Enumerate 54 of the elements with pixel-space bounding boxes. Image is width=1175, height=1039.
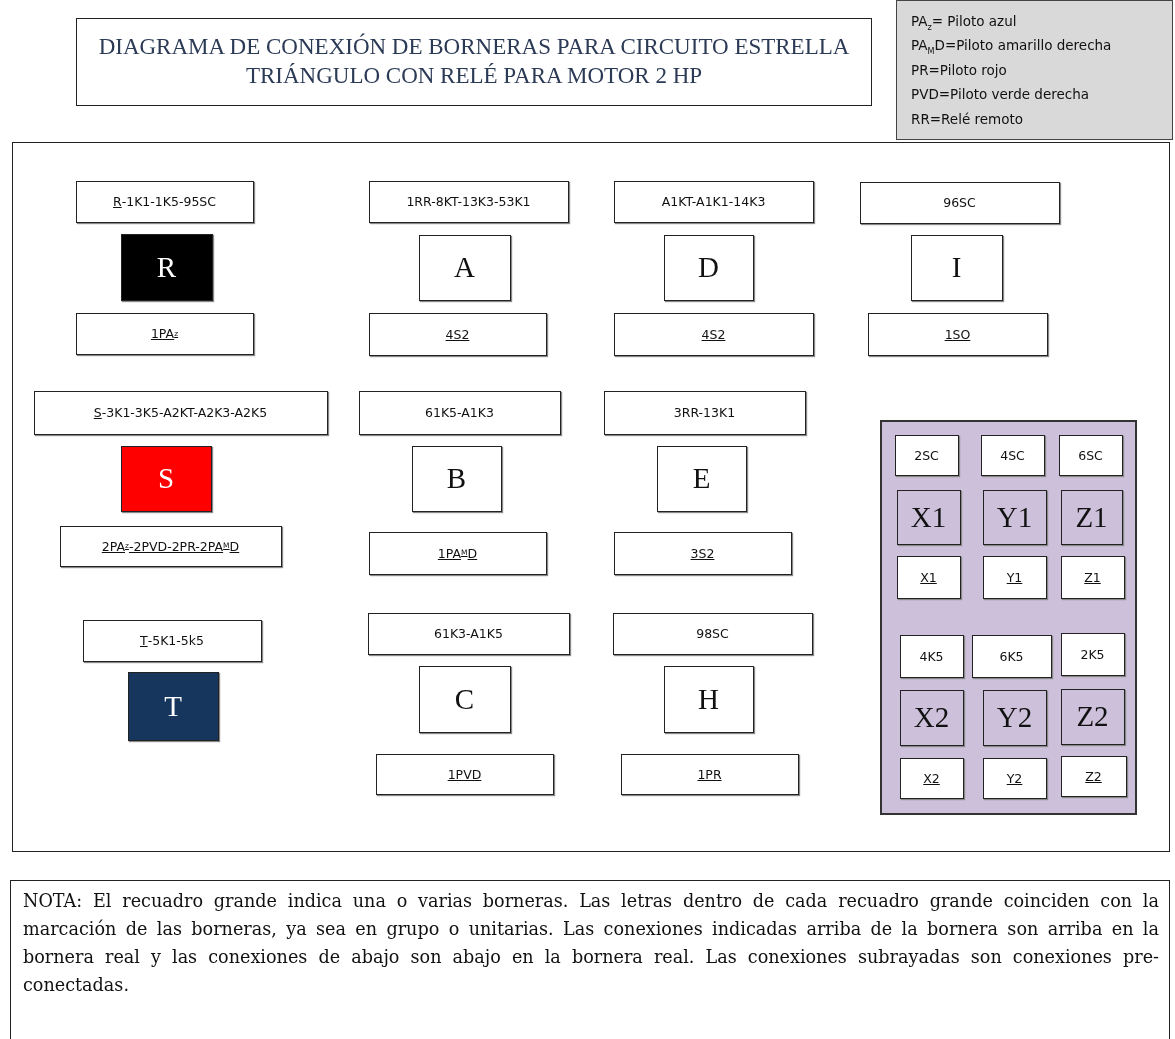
legend-entry: PVD=Piloto verde derecha [911,85,1089,105]
connection-label-box: 4SC [980,434,1045,476]
connection-label-box: T-5K1-5k5 [82,619,262,662]
connection-label-box: Y2 [982,757,1047,799]
terminal-box: X1 [896,489,961,545]
connection-label-box: 1RR-8KT-13K3-53K1 [368,180,569,223]
terminal-box: Z2 [1060,688,1125,745]
connection-label-box: 61K3-A1K5 [367,612,570,655]
terminal-box: R [120,233,213,301]
connection-label-box: 3S2 [613,531,792,575]
connection-label-box: X1 [896,555,961,599]
connection-label-box: 6SC [1058,434,1123,476]
terminal-box: C [418,665,511,733]
terminal-box: I [910,234,1003,301]
connection-label-box: Y1 [982,555,1047,599]
terminal-panel [879,419,1137,815]
terminal-box: H [663,665,754,733]
connection-label-box: 2K5 [1060,632,1125,676]
connection-label-box: 96SC [859,181,1060,224]
terminal-box: A [418,234,511,301]
terminal-box: X2 [899,689,964,746]
connection-label-box: 2SC [894,434,959,476]
connection-label-box: X2 [899,757,964,799]
legend-entry: RR=Relé remoto [911,109,1024,129]
legend-entry: PA$_{z}$= Piloto azul [911,11,1017,34]
connection-label-box: 1SO [867,312,1048,356]
title-box: DIAGRAMA DE CONEXIÓN DE BORNERAS PARA CIRCUITO ESTRELLA TRIÁNGULO CON RELÉ PARA MOTOR 2 HP [76,18,872,106]
terminal-box: Z1 [1060,489,1123,545]
note-box: NOTA: El recuadro grande indica una o varias borneras. Las letras dentro de cada recuadro grande coinciden con la marcación de las borneras, ya sea en grupo o unitarias. Las conexiones indicadas arriba de la bornera son arriba en la bornera real y las conexiones de abajo son abajo en la bornera real. Las conexiones subrayadas son conexiones pre-conectadas. [10,880,1170,1039]
connection-label-box: 4S2 [613,312,814,356]
connection-label-box: S-3K1-3K5-A2KT-A2K3-A2K5 [33,390,328,435]
connection-label-box: 61K5-A1K3 [358,390,561,435]
terminal-box: T [127,671,219,741]
terminal-box: Y1 [982,489,1047,545]
terminal-box: E [656,445,747,512]
terminal-box: S [120,445,212,512]
connection-label-box: 4S2 [368,312,547,356]
connection-label-box: 3RR-13K1 [603,390,806,435]
terminal-box: D [663,234,754,301]
connection-label-box: Z2 [1060,755,1127,797]
connection-label-box: 98SC [612,612,813,655]
connection-label-box: R-1K1-1K5-95SC [75,180,254,223]
legend-entry: PA$_{M}$D=Piloto amarillo derecha [911,36,1112,58]
terminal-box: Y2 [982,689,1047,746]
connection-label-box: 6K5 [971,634,1052,678]
legend-box [896,0,1173,140]
terminal-box: B [411,445,502,512]
frame-border [12,142,1170,852]
connection-label-box: 1PVD [375,753,554,795]
connection-label-box: A1KT-A1K1-14K3 [613,180,814,223]
connection-label-box: 1PR [620,753,799,795]
connection-label-box: Z1 [1060,555,1125,599]
connection-label-box: 4K5 [899,634,964,678]
legend-entry: PR=Piloto rojo [911,60,1007,80]
